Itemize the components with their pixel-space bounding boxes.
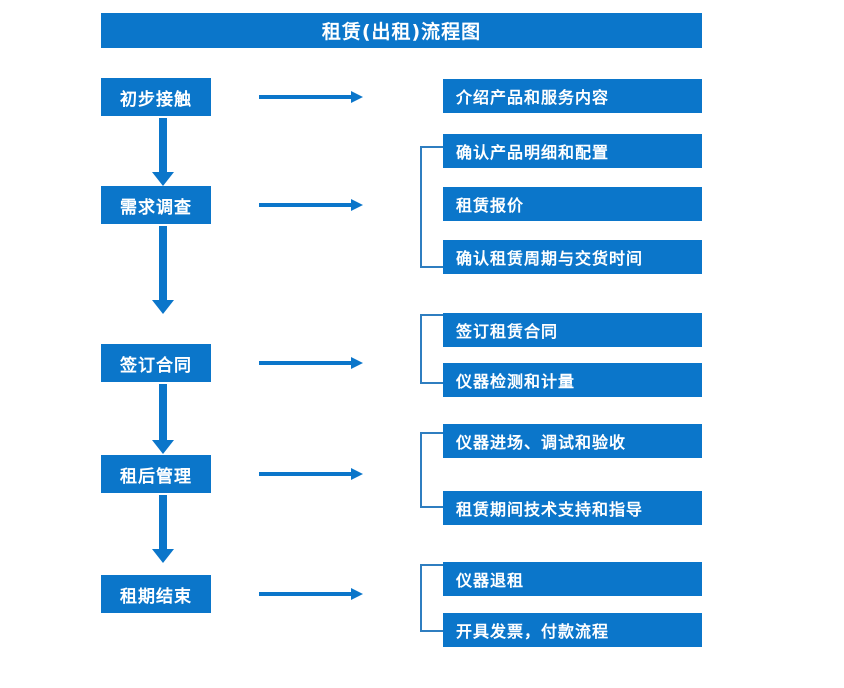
detail-return-instrument[interactable]: 仪器退租	[443, 562, 702, 596]
detail-instrument-test[interactable]: 仪器检测和计量	[443, 363, 702, 397]
detail-confirm-period[interactable]: 确认租赁周期与交货时间	[443, 240, 702, 274]
right-arrow-icon	[259, 467, 363, 481]
page-title: 租赁(出租)流程图	[101, 13, 702, 48]
right-arrow-icon	[259, 90, 363, 104]
stage-post-rental-management[interactable]: 租后管理	[101, 455, 211, 493]
right-arrow-icon	[259, 587, 363, 601]
detail-tech-support[interactable]: 租赁期间技术支持和指导	[443, 491, 702, 525]
down-arrow-icon	[150, 118, 176, 186]
stage-sign-contract[interactable]: 签订合同	[101, 344, 211, 382]
bracket-post-rental-management	[419, 432, 445, 508]
down-arrow-icon	[150, 384, 176, 454]
bracket-rental-end	[419, 564, 445, 632]
detail-sign-rental-contract[interactable]: 签订租赁合同	[443, 313, 702, 347]
detail-introduce-products[interactable]: 介绍产品和服务内容	[443, 79, 702, 113]
detail-instrument-entry[interactable]: 仪器进场、调试和验收	[443, 424, 702, 458]
stage-requirement-survey[interactable]: 需求调查	[101, 186, 211, 224]
detail-rental-quote[interactable]: 租赁报价	[443, 187, 702, 221]
right-arrow-icon	[259, 198, 363, 212]
detail-confirm-spec[interactable]: 确认产品明细和配置	[443, 134, 702, 168]
right-arrow-icon	[259, 356, 363, 370]
bracket-sign-contract	[419, 314, 445, 384]
down-arrow-icon	[150, 226, 176, 314]
stage-rental-end[interactable]: 租期结束	[101, 575, 211, 613]
detail-invoice-payment[interactable]: 开具发票，付款流程	[443, 613, 702, 647]
down-arrow-icon	[150, 495, 176, 563]
bracket-requirement-survey	[419, 146, 445, 268]
stage-initial-contact[interactable]: 初步接触	[101, 78, 211, 116]
